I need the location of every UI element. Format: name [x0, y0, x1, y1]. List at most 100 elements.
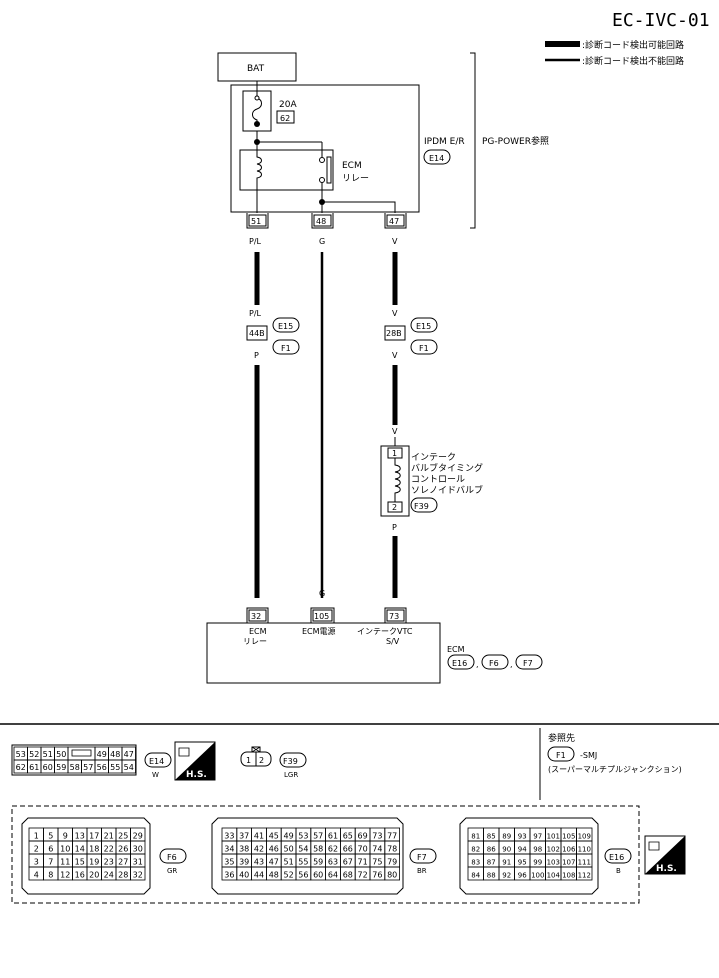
f6-tag: F6 — [167, 853, 177, 862]
f6-pin-9: 9 — [63, 832, 68, 841]
f7-pin-76: 76 — [372, 871, 382, 880]
e14-pin-53: 53 — [16, 750, 26, 759]
f39-tag: F39 — [283, 757, 298, 766]
f39-pin-2: 2 — [259, 756, 264, 765]
e14-key-slot — [71, 749, 92, 757]
solenoid-color-bottom: P — [392, 523, 397, 532]
ecm-pin-label-73-2: S/V — [386, 637, 400, 646]
f6-pin-1: 1 — [34, 832, 39, 841]
e16-pin-81: 81 — [471, 833, 480, 841]
f7-pin-34: 34 — [224, 845, 234, 854]
legend-thin-label: :診断コード検出不能回路 — [582, 55, 684, 67]
f6-pin-22: 22 — [104, 845, 114, 854]
ref-suffix: -SMJ — [580, 751, 597, 760]
ipdm-pin-51: 51 — [251, 217, 261, 226]
f7-cell — [384, 866, 400, 881]
f7-pin-35: 35 — [224, 858, 234, 867]
wire-color-top-1: P/L — [249, 237, 262, 246]
f6-pin-15: 15 — [75, 858, 85, 867]
f7-color: BR — [417, 867, 427, 875]
ecm-wire-color-3: P — [392, 589, 397, 598]
f7-pin-74: 74 — [372, 845, 382, 854]
wire-color-top-2: G — [319, 237, 325, 246]
ipdm-pin-48: 48 — [316, 217, 326, 226]
e16-pin-88: 88 — [487, 872, 496, 880]
ecm-relay-label-1: ECM — [342, 161, 362, 171]
f7-pin-41: 41 — [254, 832, 264, 841]
f6-pin-27: 27 — [118, 858, 128, 867]
wire-color-top-3: V — [392, 237, 398, 246]
ecm-pin-105: 105 — [314, 612, 329, 621]
ecm-wire-color-2: G — [319, 589, 325, 598]
f6-cell — [130, 866, 146, 881]
e16-color: B — [616, 867, 621, 875]
f6-pin-5: 5 — [48, 832, 53, 841]
ecm-pin-label-73-1: インテークVTC — [357, 627, 413, 636]
f7-pin-67: 67 — [343, 858, 353, 867]
e16-pin-105: 105 — [562, 833, 575, 841]
battery-label: BAT — [247, 64, 265, 74]
ipdm-pins: 51 48 47 — [246, 213, 407, 229]
e16-pin-103: 103 — [547, 859, 560, 867]
e16-pin-84: 84 — [471, 872, 480, 880]
f6-pin-25: 25 — [118, 832, 128, 841]
e16-pin-95: 95 — [518, 859, 527, 867]
ecm-tag-sep-1: , — [476, 660, 479, 669]
f6-color: GR — [167, 867, 177, 875]
f7-pin-68: 68 — [343, 871, 353, 880]
f7-pin-54: 54 — [298, 845, 308, 854]
e14-cell — [121, 759, 136, 774]
f7-pin-77: 77 — [387, 832, 397, 841]
joint-right-color-top: V — [392, 309, 398, 318]
f7-pin-75: 75 — [372, 858, 382, 867]
joint-left-color-bottom: P — [254, 351, 259, 360]
f6-pin-17: 17 — [89, 832, 99, 841]
f7-pin-36: 36 — [224, 871, 234, 880]
f7-pin-57: 57 — [313, 832, 323, 841]
f7-pin-46: 46 — [269, 845, 279, 854]
f6-pin-6: 6 — [48, 845, 53, 854]
e14-pin-49: 49 — [97, 750, 107, 759]
hs-badge-2: H.S. — [644, 835, 686, 875]
f6-pin-8: 8 — [48, 871, 53, 880]
e14-pin-58: 58 — [70, 763, 80, 772]
e16-pin-101: 101 — [547, 833, 560, 841]
solenoid-label-1: インテーク — [411, 452, 456, 463]
e14-pin-59: 59 — [56, 763, 66, 772]
f7-pin-33: 33 — [224, 832, 234, 841]
e14-pin-54: 54 — [124, 763, 134, 772]
fuse-number: 62 — [280, 114, 290, 123]
ecm-relay-label-2: リレー — [342, 174, 369, 184]
joint-left-color-top: P/L — [249, 309, 262, 318]
hs-badge-1: H.S. — [174, 741, 216, 781]
e16-pin-111: 111 — [578, 859, 591, 867]
legend: :診断コード検出可能回路 :診断コード検出不能回路 — [545, 39, 684, 67]
f7-pin-43: 43 — [254, 858, 264, 867]
f7-pin-80: 80 — [387, 871, 397, 880]
f7-pin-39: 39 — [239, 858, 249, 867]
e16-pin-93: 93 — [518, 833, 527, 841]
f7-pin-62: 62 — [328, 845, 338, 854]
e14-pin-62: 62 — [16, 763, 26, 772]
e16-pin-102: 102 — [547, 846, 560, 854]
solenoid-label-3: コントロール — [411, 475, 465, 485]
fuse-rating: 20A — [279, 100, 297, 110]
f7-pin-65: 65 — [343, 832, 353, 841]
e16-pin-109: 109 — [578, 833, 591, 841]
solenoid-box — [380, 445, 410, 517]
f7-pin-71: 71 — [358, 858, 368, 867]
ecm-pin-label-32-1: ECM — [249, 627, 267, 636]
f7-pin-78: 78 — [387, 845, 397, 854]
e14-pin-50: 50 — [56, 750, 66, 759]
e16-pin-87: 87 — [487, 859, 496, 867]
f7-pin-58: 58 — [313, 845, 323, 854]
f7-pin-49: 49 — [284, 832, 294, 841]
f7-pin-72: 72 — [358, 871, 368, 880]
e16-pin-89: 89 — [502, 833, 511, 841]
f7-pin-66: 66 — [343, 845, 353, 854]
e16-pin-94: 94 — [518, 846, 527, 854]
joint-right-pin: 28B — [386, 329, 402, 338]
f7-pin-59: 59 — [313, 858, 323, 867]
